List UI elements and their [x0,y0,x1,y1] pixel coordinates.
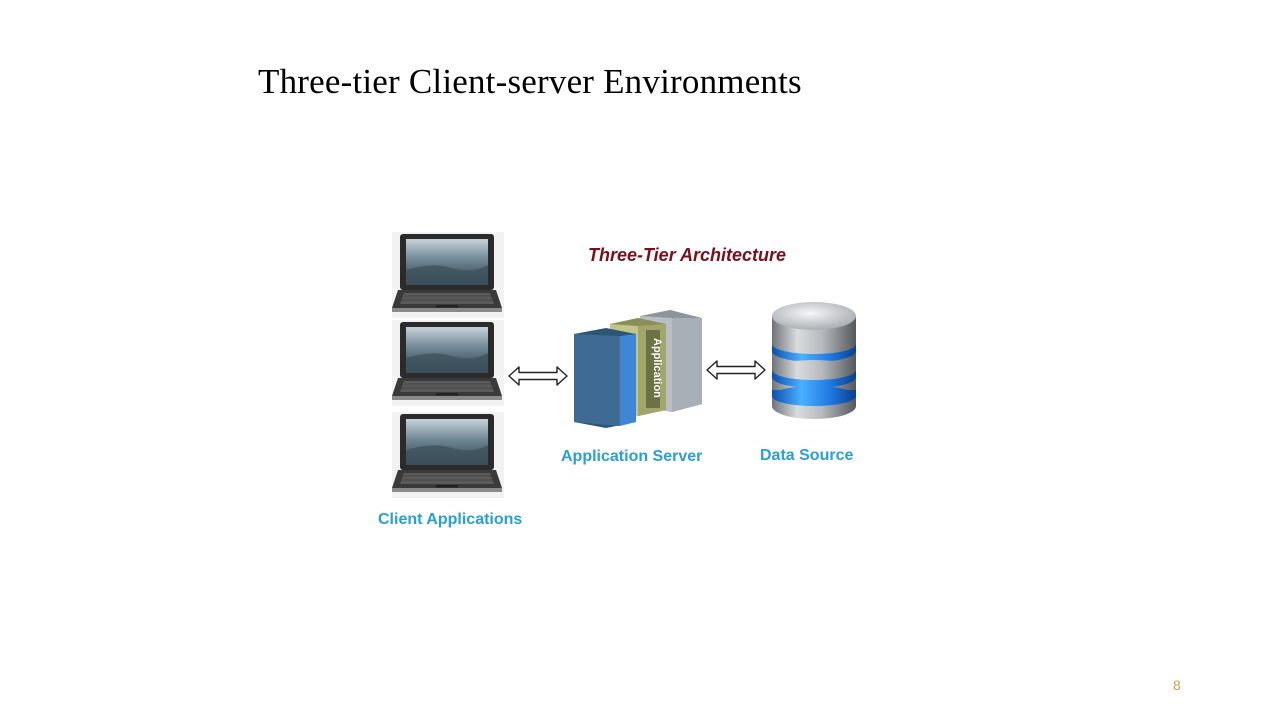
double-arrow-icon [508,366,568,386]
slide-title: Three-tier Client-server Environments [258,62,802,101]
database-icon [772,302,856,419]
application-spine-label: Application [651,338,663,398]
laptop-icon [392,232,504,318]
application-server-label: Application Server [561,448,703,465]
diagram-title: Three-Tier Architecture [588,245,787,265]
laptop-icon [392,320,504,406]
double-arrow-icon [706,360,766,380]
laptop-icon [392,412,504,498]
page-number: 8 [1173,677,1181,693]
data-source-label: Data Source [760,447,854,464]
client-applications-label: Client Applications [378,511,523,528]
server-books-icon: Application [574,310,702,428]
